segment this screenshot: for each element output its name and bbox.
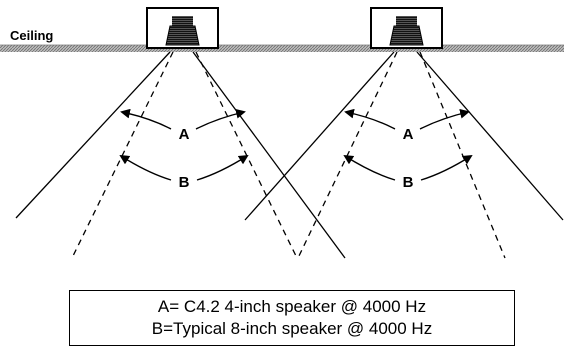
coverage-a-left-edge (244, 51, 395, 221)
angle-b-label: B (179, 174, 190, 191)
angle-a-arc-left (344, 108, 396, 130)
ceiling-band (0, 45, 564, 52)
angle-b-arc-left (119, 154, 172, 181)
coverage-a-right-edge (416, 51, 564, 221)
coverage-b-right-edge (195, 51, 298, 259)
angle-a-arc-left (120, 108, 172, 130)
angle-b-arc-left (343, 154, 396, 181)
angle-b-arc-right (196, 154, 249, 181)
legend-line-a: A= C4.2 4-inch speaker @ 4000 Hz (157, 297, 427, 316)
angle-a-label: A (403, 126, 414, 143)
legend-box: A= C4.2 4-inch speaker @ 4000 Hz B=Typic… (69, 290, 515, 346)
speaker-coverage-diagram: Ceiling A A B B (0, 7, 564, 259)
angle-a-label: A (179, 126, 190, 143)
coverage-b-left-edge (71, 51, 174, 259)
angle-a-arc-right (195, 108, 246, 130)
coverage-b-right-edge (419, 51, 506, 259)
angle-a-arc-right (419, 108, 470, 130)
ceiling-speaker-right (370, 7, 443, 49)
coverage-a-left-edge (15, 51, 171, 219)
coverage-a-right-edge (192, 51, 346, 259)
coverage-b-left-edge (297, 51, 398, 259)
angle-b-arc-right (420, 154, 473, 181)
legend-line-b: B=Typical 8-inch speaker @ 4000 Hz (151, 319, 433, 338)
angle-b-label: B (403, 174, 414, 191)
ceiling-speaker-left (146, 7, 219, 49)
ceiling-label: Ceiling (10, 28, 53, 43)
